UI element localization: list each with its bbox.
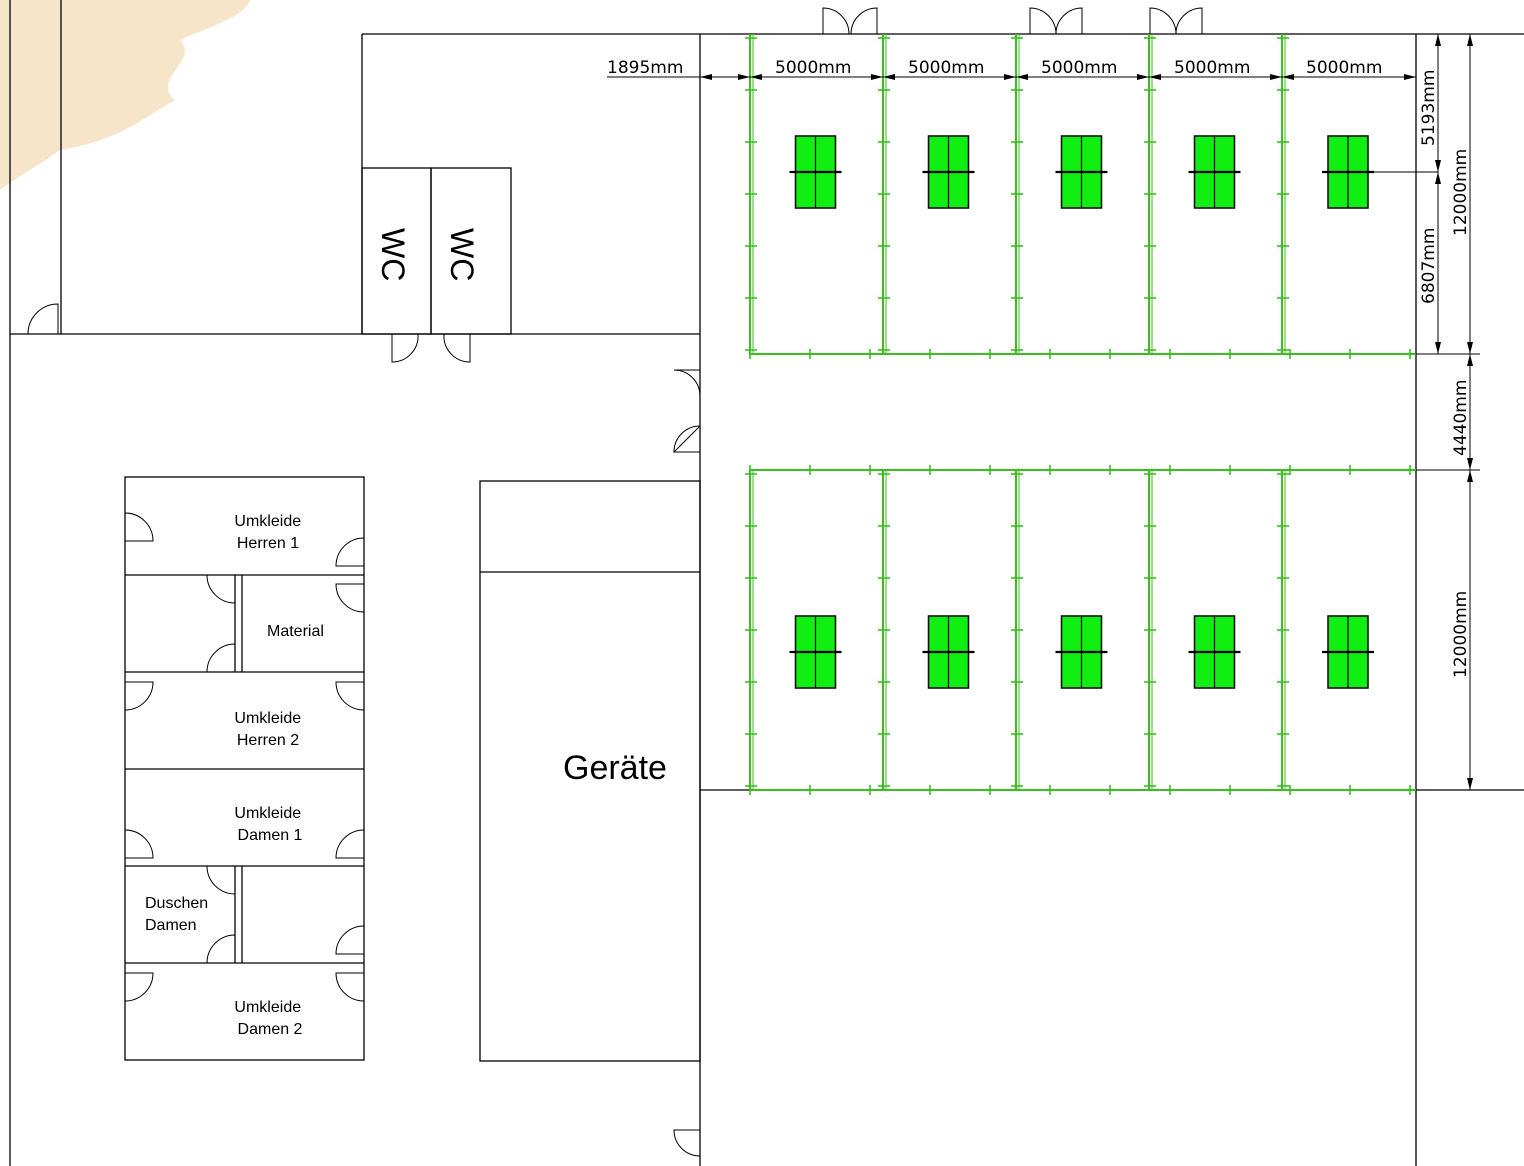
dim-court-width-5: 5000mm <box>1306 58 1382 78</box>
dimension-lines <box>607 33 1480 791</box>
door-icon <box>443 333 471 363</box>
room-label-umkleide-damen-1: Umkleide Damen 1 <box>234 805 305 844</box>
door-icon <box>335 583 365 613</box>
door-icon <box>672 425 701 453</box>
dim-court-width-4: 5000mm <box>1174 58 1250 78</box>
door-icon <box>335 972 365 1002</box>
door-icon <box>27 303 59 335</box>
dim-left-offset: 1895mm <box>607 58 683 78</box>
door-icon <box>1175 7 1203 35</box>
room-label-umkleide-herren-2: Umkleide Herren 2 <box>234 710 305 749</box>
door-icon <box>1055 7 1083 35</box>
table-tennis-courts <box>745 34 1416 795</box>
dimension-labels: 1895mm 5000mm 5000mm 5000mm 5000mm 5000m… <box>607 58 1471 678</box>
door-icon <box>124 681 154 711</box>
room-label-duschen-damen: Duschen Damen <box>145 895 213 934</box>
door-icon <box>335 537 365 567</box>
door-icon <box>206 865 236 895</box>
room-labels: WC WC Umkleide Herren 1 Material Umkleid… <box>145 228 667 1038</box>
door-icon <box>673 1129 701 1157</box>
dim-aisle: 4440mm <box>1451 380 1471 456</box>
door-icon <box>206 643 236 673</box>
walls <box>9 0 1524 1166</box>
dim-court-width-3: 5000mm <box>1041 58 1117 78</box>
door-icon <box>673 369 701 397</box>
door-icon <box>1149 7 1177 35</box>
door-icon <box>206 934 236 964</box>
room-label-wc-2: WC <box>444 228 480 281</box>
dim-top-to-table: 5193mm <box>1419 70 1439 146</box>
door-icon <box>335 681 365 711</box>
door-icon <box>124 829 154 859</box>
corner-splash <box>0 0 250 190</box>
dim-depth-bottom: 12000mm <box>1451 591 1471 678</box>
room-label-material: Material <box>267 623 324 640</box>
door-icon <box>1029 7 1057 35</box>
room-label-umkleide-damen-2: Umkleide Damen 2 <box>234 999 305 1038</box>
dim-court-width-1: 5000mm <box>775 58 851 78</box>
dim-court-width-2: 5000mm <box>908 58 984 78</box>
door-icon <box>206 574 236 604</box>
door-icon <box>391 333 419 363</box>
room-label-geraete: Geräte <box>563 749 667 787</box>
room-label-umkleide-herren-1: Umkleide Herren 1 <box>234 513 305 552</box>
door-icon <box>822 7 850 35</box>
door-icon <box>335 829 365 859</box>
dim-depth-top: 12000mm <box>1451 149 1471 236</box>
doors <box>27 7 1203 1157</box>
door-icon <box>335 925 365 955</box>
room-label-wc-1: WC <box>375 228 411 281</box>
door-icon <box>850 7 878 35</box>
door-icon <box>124 512 154 542</box>
dim-table-to-end: 6807mm <box>1419 228 1439 304</box>
door-icon <box>124 972 154 1002</box>
